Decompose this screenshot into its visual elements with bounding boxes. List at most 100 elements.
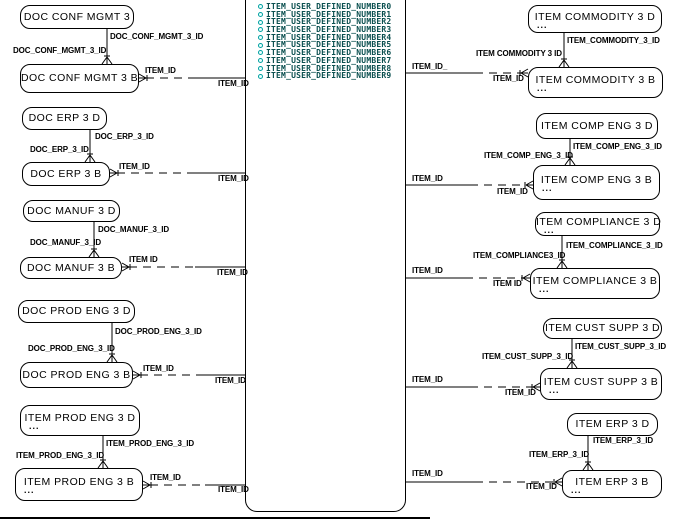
entity-item-erp-3-d[interactable]: ITEM ERP 3 D (567, 413, 658, 436)
entity-title: ITEM CUST SUPP 3 D (544, 322, 661, 334)
attribute-row[interactable]: ITEM_USER_DEFINED_NUMBER1 (246, 9, 405, 19)
attribute-row[interactable]: ITEM_USER_DEFINED_NUMBER7 (246, 55, 405, 65)
entity-doc-prod-eng-3-b[interactable]: DOC PROD ENG 3 B (20, 362, 133, 388)
fk-label: ITEM_COMP_ENG_3_ID (573, 142, 662, 151)
item-id-label: ITEM_ID (412, 375, 443, 384)
entity-ellipsis: ... (29, 421, 40, 431)
entity-item-cust-supp-3-b[interactable]: ITEM CUST SUPP 3 B ... (540, 368, 662, 400)
entity-item-cust-supp-3-d[interactable]: ITEM CUST SUPP 3 D (543, 318, 662, 339)
relationship-doc-manuf (88, 222, 100, 258)
entity-title: DOC PROD ENG 3 B (22, 368, 131, 381)
entity-item-prod-eng-3-d[interactable]: ITEM PROD ENG 3 D ... (20, 405, 140, 436)
attribute-name: ITEM_USER_DEFINED_NUMBER1 (266, 9, 392, 19)
optional-attribute-icon (258, 50, 263, 56)
item-id-label: ITEM_ID (505, 388, 536, 397)
item-id-label: ITEM_ID_ (412, 62, 448, 71)
entity-doc-erp-3-d[interactable]: DOC ERP 3 D (22, 107, 107, 130)
fk-label: ITEM_PROD_ENG_3_ID (16, 451, 105, 460)
item-id-label: ITEM ID (493, 279, 522, 288)
entity-item-commodity-3-b[interactable]: ITEM COMMODITY 3 B ... (528, 67, 663, 98)
entity-item-commodity-3-d[interactable]: ITEM COMMODITY 3 D ... (528, 5, 662, 33)
item-id-label: ITEM_ID (215, 376, 246, 385)
optional-attribute-icon (258, 4, 263, 10)
entity-title: ITEM CUST SUPP 3 B (543, 375, 659, 388)
item-id-label: ITEM_ID (217, 268, 248, 277)
fk-label: ITEM_COMPLIANCE_3_ID (566, 241, 663, 250)
entity-title: ITEM COMMODITY 3 D (534, 10, 656, 23)
relationship-item-cust-supp (566, 339, 578, 369)
entity-title: ITEM ERP 3 D (575, 418, 650, 430)
entity-item-prod-eng-3-b[interactable]: ITEM PROD ENG 3 B ... (15, 468, 143, 501)
attribute-name: ITEM_USER_DEFINED_NUMBER6 (266, 48, 392, 58)
relationship-item-id-item-comp-eng (405, 180, 534, 190)
attribute-row[interactable]: ITEM_USER_DEFINED_NUMBER6 (246, 49, 405, 57)
optional-attribute-icon (258, 42, 263, 48)
entity-ellipsis: ... (539, 284, 550, 294)
fk-label: ITEM_PROD_ENG_3_ID (106, 439, 195, 448)
entity-title: ITEM COMPLIANCE 3 B (532, 275, 658, 287)
attribute-name: ITEM_USER_DEFINED_NUMBER7 (266, 55, 392, 65)
entity-item-comp-eng-3-b[interactable]: ITEM COMP ENG 3 B ... (533, 165, 660, 200)
fk-label: ITEM_CUST_SUPP_3_ID (482, 352, 574, 361)
item-id-label: ITEM_ID (412, 469, 443, 478)
item-id-label: ITEM_ID (218, 79, 249, 88)
entity-item-compliance-3-d[interactable]: ITEM COMPLIANCE 3 D ... (535, 212, 661, 236)
fk-label: ITEM_COMP_ENG_3_ID (484, 151, 573, 160)
attribute-row[interactable]: ITEM_USER_DEFINED_NUMBER9 (246, 72, 405, 80)
entity-title: DOC MANUF 3 B (26, 261, 116, 274)
optional-attribute-icon (258, 65, 263, 71)
entity-doc-prod-eng-3-d[interactable]: DOC PROD ENG 3 D (18, 300, 135, 323)
optional-attribute-icon (258, 73, 263, 79)
entity-title: ITEM COMMODITY 3 B (535, 74, 656, 86)
entity-ellipsis: ... (537, 19, 548, 30)
entity-doc-conf-mgmt-3-b[interactable]: DOC CONF MGMT 3 B (20, 64, 139, 93)
relationship-item-id-item-compliance (405, 273, 531, 283)
relationship-item-id-doc-erp (109, 168, 246, 178)
attribute-name: ITEM_USER_DEFINED_NUMBER0 (266, 2, 392, 11)
optional-attribute-icon (258, 12, 263, 18)
attribute-row[interactable]: ITEM_USER_DEFINED_NUMBER8 (246, 64, 405, 73)
fk-label: DOC_MANUF_3_ID (98, 225, 170, 234)
relationship-item-erp (582, 436, 594, 471)
optional-attribute-icon (258, 19, 263, 25)
fk-label: DOC_CONF_MGMT_3_ID (13, 46, 107, 55)
item-id-label: ITEM_ID (145, 66, 176, 75)
attribute-name: ITEM_USER_DEFINED_NUMBER3 (266, 25, 392, 35)
attribute-row[interactable]: ITEM_USER_DEFINED_NUMBER3 (246, 26, 405, 34)
entity-item-compliance-3-b[interactable]: ITEM COMPLIANCE 3 B ... (530, 268, 660, 299)
attribute-row[interactable]: ITEM_USER_DEFINED_NUMBER4 (246, 32, 405, 42)
attribute-row[interactable]: ITEM_USER_DEFINED_NUMBER2 (246, 18, 405, 26)
fk-label: ITEM_CUST_SUPP_3_ID (575, 342, 667, 351)
entity-ellipsis: ... (544, 224, 555, 235)
attribute-name: ITEM_USER_DEFINED_NUMBER5 (266, 40, 392, 50)
entity-doc-conf-mgmt-3[interactable]: DOC CONF MGMT 3 (20, 5, 134, 29)
entity-doc-erp-3-b[interactable]: DOC ERP 3 B (22, 162, 110, 186)
fk-label: ITEM_COMMODITY_3_ID (567, 36, 660, 45)
entity-title: ITEM COMP ENG 3 D (541, 119, 653, 132)
relationship-doc-erp (84, 130, 96, 163)
relationship-item-prod-eng (97, 436, 109, 469)
entity-title: ITEM PROD ENG 3 B (23, 476, 135, 488)
relationship-item-compliance (556, 236, 568, 269)
entity-item-comp-eng-3-d[interactable]: ITEM COMP ENG 3 D (536, 113, 658, 139)
relationship-item-comp-eng (564, 139, 576, 166)
center-entity-box[interactable]: ITEM_USER_DEFINED_NUMBER0 ITEM_USER_DEFI… (245, 0, 406, 512)
relationship-item-id-item-prod-eng (142, 480, 246, 490)
entity-doc-manuf-3-d[interactable]: DOC MANUF 3 D (23, 200, 120, 222)
fk-label: ITEM_ERP_3_ID (529, 450, 590, 459)
relationship-item-id-item-erp (405, 477, 563, 487)
entity-doc-manuf-3-b[interactable]: DOC MANUF 3 B (20, 257, 122, 279)
item-id-label: ITEM_ID (497, 187, 528, 196)
attribute-name: ITEM_USER_DEFINED_NUMBER4 (266, 32, 392, 42)
relationship-item-id-doc-manuf (121, 262, 246, 272)
item-id-label: ITEM_ID (143, 364, 174, 373)
relationship-doc-conf-mgmt (101, 29, 113, 65)
attribute-row[interactable]: ITEM_USER_DEFINED_NUMBER5 (246, 41, 405, 49)
entity-title: DOC CONF MGMT 3 (23, 10, 131, 23)
fk-label: ITEM COMMODITY 3 ID (476, 49, 562, 58)
attribute-row[interactable]: ITEM_USER_DEFINED_NUMBER0 (246, 3, 405, 11)
relationship-doc-prod-eng (106, 323, 118, 363)
entity-item-erp-3-b[interactable]: ITEM ERP 3 B ... (562, 470, 662, 498)
entity-title: ITEM COMP ENG 3 B (540, 174, 653, 186)
